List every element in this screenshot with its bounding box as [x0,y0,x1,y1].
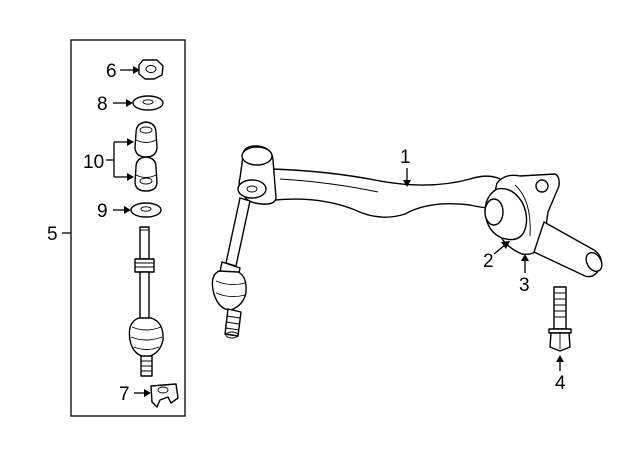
callout-7: 7 [119,384,130,405]
retainer-part [150,383,179,408]
callout-1: 1 [400,147,411,168]
upper-washer-part [132,95,164,111]
callout-3: 3 [519,275,530,296]
callout-9: 9 [97,201,108,222]
lower-grommet-part [134,156,158,192]
callout-2: 2 [483,251,494,272]
callout-6: 6 [106,61,117,82]
end-link-part [211,197,251,339]
link-kit-frame [70,39,186,417]
callout-10: 10 [83,152,104,173]
lower-washer-part [130,202,162,218]
upper-grommet-part [134,121,158,158]
callout-8: 8 [97,94,108,115]
bolt-part [548,286,572,352]
callout-4: 4 [555,373,566,394]
link-rod-part [128,226,164,377]
nut-part [138,59,164,80]
stabilizer-bar-part [237,145,513,218]
callout-5: 5 [47,224,58,245]
bar-end-part [533,221,603,278]
